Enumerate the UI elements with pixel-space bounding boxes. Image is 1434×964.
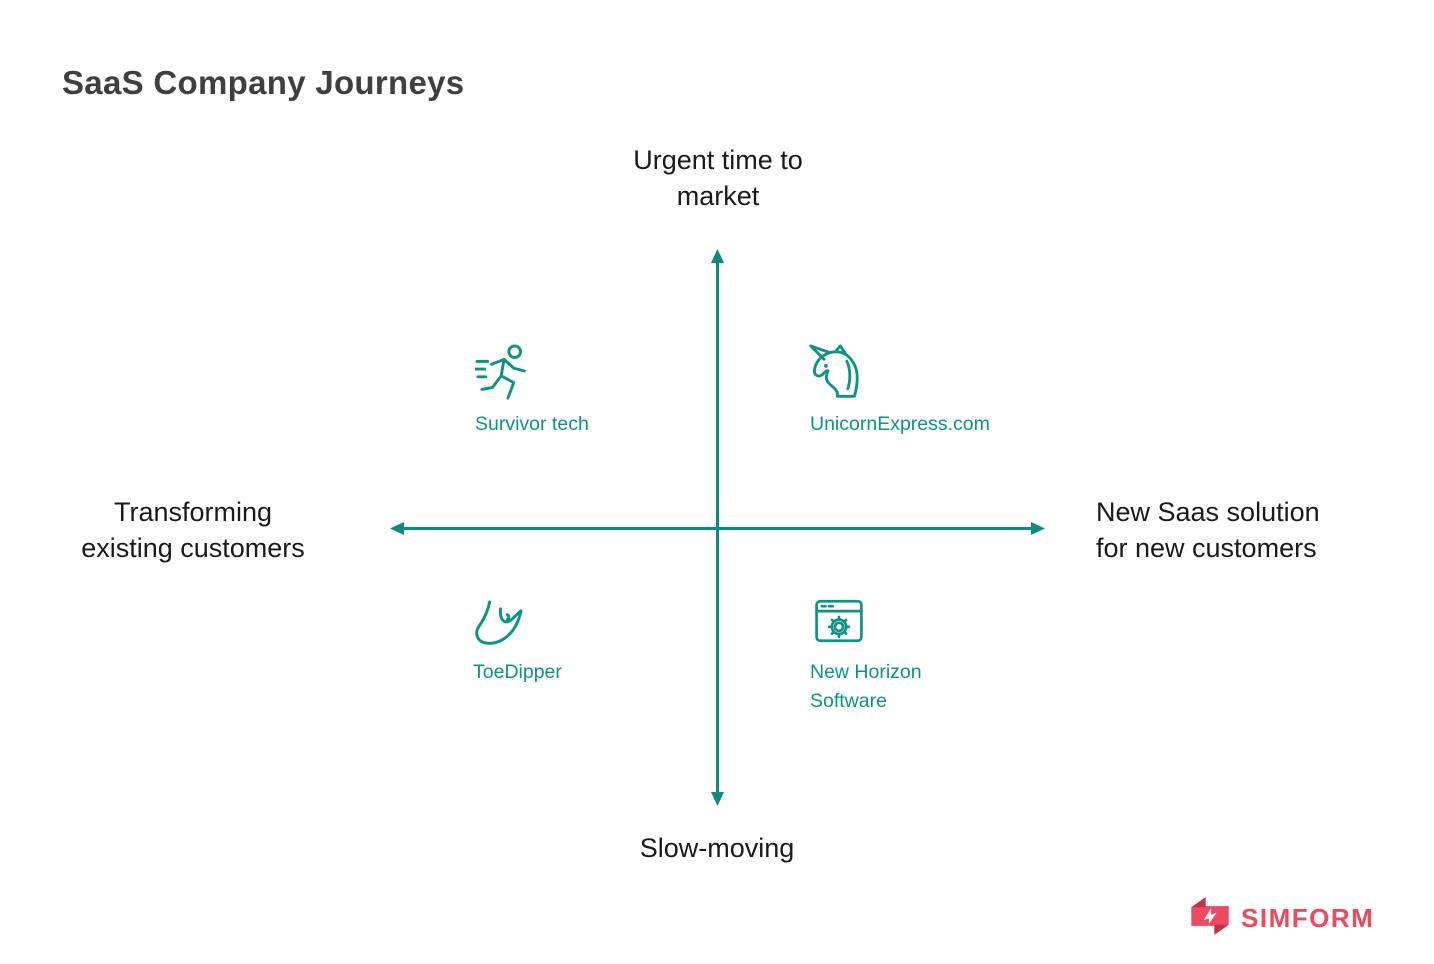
- quadrant-item-new-horizon: [810, 595, 868, 652]
- axis-label-right: New Saas solution for new customers: [1096, 497, 1320, 563]
- axis-label-top: Urgent time to market: [633, 145, 803, 211]
- quadrant-label: Survivor tech: [475, 413, 589, 435]
- quadrant-label: ToeDipper: [473, 661, 562, 683]
- quadrant-label: UnicornExpress.com: [810, 413, 990, 435]
- axis-label-bottom: Slow-moving: [639, 833, 795, 863]
- unicorn-icon: [806, 343, 863, 409]
- quadrant-label: New Horizon Software: [810, 661, 922, 712]
- quadrant-item-survivor-tech: [473, 343, 537, 406]
- runner-icon: [473, 343, 537, 406]
- quadrant-item-toedipper: [471, 598, 526, 656]
- simform-logo: SIMFORM: [1188, 894, 1374, 943]
- page-title: SaaS Company Journeys: [62, 64, 465, 101]
- simform-logo-icon: [1188, 894, 1232, 943]
- browser-gear-icon: [810, 595, 868, 652]
- quadrant-item-unicornexpress: [806, 343, 863, 409]
- axis-label-left: Transforming existing customers: [81, 497, 305, 563]
- simform-logo-text: SIMFORM: [1241, 903, 1375, 933]
- foot-icon: [471, 598, 526, 656]
